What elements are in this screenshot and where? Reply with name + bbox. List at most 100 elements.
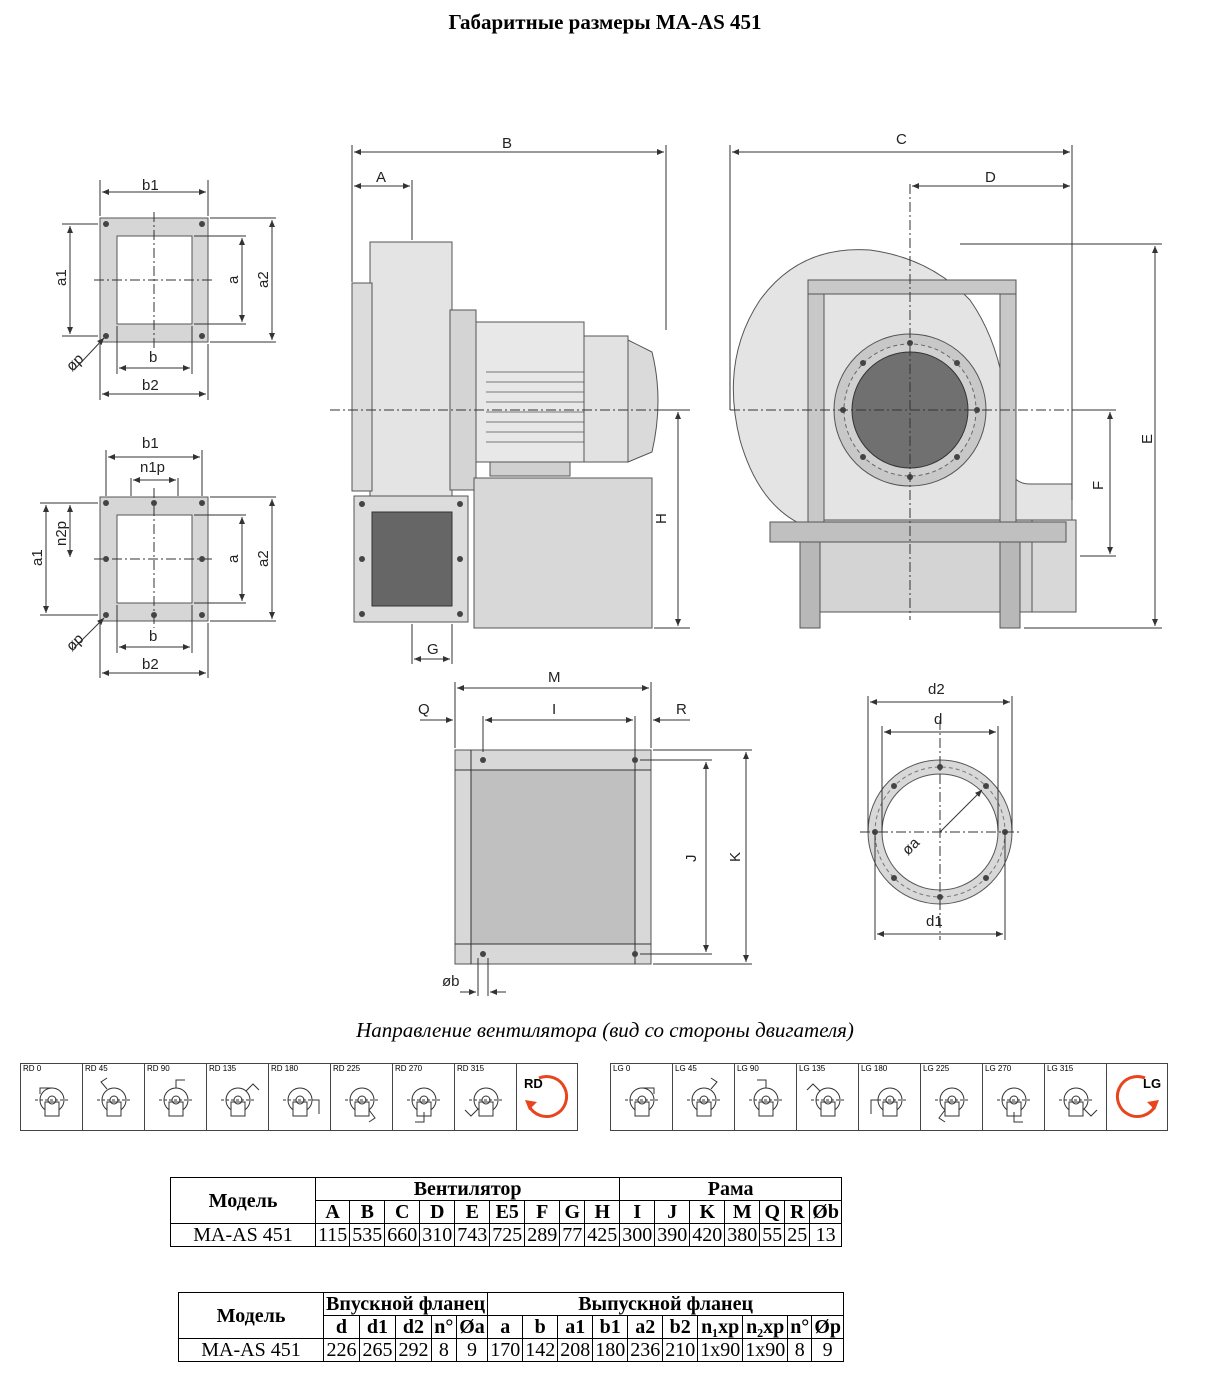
dim-a2-label: a2 bbox=[255, 271, 272, 288]
fan-icon bbox=[870, 1087, 907, 1117]
rd-symbol-label: RD bbox=[524, 1076, 543, 1091]
dim-op-label-2: øp bbox=[63, 630, 87, 654]
frame-view bbox=[420, 682, 752, 996]
clockwise-arrow-icon: RD bbox=[524, 1075, 569, 1118]
column-header: d bbox=[323, 1315, 360, 1339]
front-view bbox=[729, 145, 1162, 629]
fan-icon bbox=[625, 1087, 659, 1117]
orientation-label: RD 90 bbox=[147, 1064, 170, 1073]
column-header: b1 bbox=[592, 1315, 629, 1339]
fan-icon bbox=[159, 1079, 193, 1117]
dim-a-label: a bbox=[225, 275, 242, 284]
column-header: I bbox=[619, 1200, 656, 1224]
dimensions-table-fan-frame: Модель Вентилятор Рама A B C D E E5 F G … bbox=[170, 1177, 842, 1247]
table-row: MA-AS 451 226 265 292 8 9 170 142 208 18… bbox=[178, 1338, 844, 1362]
fan-group-header: Вентилятор bbox=[314, 1177, 621, 1201]
column-header: a1 bbox=[557, 1315, 594, 1339]
value-cell: 265 bbox=[358, 1338, 396, 1362]
dim-A-label: A bbox=[376, 169, 386, 186]
fan-icon bbox=[97, 1077, 131, 1117]
column-header: F bbox=[524, 1200, 561, 1224]
table-row: MA-AS 451 115 535 660 310 743 725 289 77… bbox=[170, 1223, 842, 1247]
column-header: b2 bbox=[662, 1315, 699, 1339]
column-header: n₂xp bbox=[742, 1315, 789, 1339]
orientation-rd-45: RD 45 bbox=[83, 1064, 145, 1130]
dim-D-label: D bbox=[985, 169, 996, 186]
frame-group-header: Рама bbox=[619, 1177, 842, 1201]
orientation-lg-270: LG 270 bbox=[983, 1064, 1045, 1130]
counterclockwise-arrow-icon: LG bbox=[1115, 1075, 1161, 1118]
fan-icon bbox=[407, 1087, 441, 1123]
value-cell: 170 bbox=[487, 1338, 524, 1362]
orientation-rd-180: RD 180 bbox=[269, 1064, 331, 1130]
fan-icon bbox=[749, 1079, 783, 1117]
value-cell: 420 bbox=[689, 1223, 726, 1247]
column-header: n° bbox=[787, 1315, 813, 1339]
dim-I-label: I bbox=[552, 701, 556, 718]
page-title: Габаритные размеры MA-AS 451 bbox=[448, 10, 762, 34]
column-header: D bbox=[419, 1200, 456, 1224]
rotation-caption: Направление вентилятора (вид со стороны … bbox=[356, 1018, 854, 1042]
dim-M-label: M bbox=[548, 669, 561, 686]
column-header: R bbox=[784, 1200, 811, 1224]
value-cell: 180 bbox=[592, 1338, 629, 1362]
dim-d1-label: d1 bbox=[926, 913, 943, 930]
fan-icon bbox=[464, 1087, 503, 1117]
dim-a1-label-2: a1 bbox=[29, 549, 46, 566]
orientation-rd-315: RD 315 bbox=[455, 1064, 517, 1130]
value-cell: 55 bbox=[759, 1223, 786, 1247]
orientation-lg-180: LG 180 bbox=[859, 1064, 921, 1130]
inlet-flange-group-header: Впускной фланец bbox=[322, 1292, 489, 1316]
fan-icon bbox=[221, 1083, 260, 1117]
fan-icon bbox=[997, 1087, 1031, 1123]
fan-icon bbox=[806, 1083, 845, 1117]
fan-icon bbox=[35, 1087, 69, 1117]
orientation-label: LG 135 bbox=[799, 1064, 826, 1073]
value-cell: 535 bbox=[349, 1223, 386, 1247]
column-header: M bbox=[724, 1200, 761, 1224]
value-cell: 292 bbox=[394, 1338, 432, 1362]
dim-a1-label: a1 bbox=[53, 269, 70, 286]
dim-ob-label: øb bbox=[442, 973, 460, 990]
outlet-flange-view-1 bbox=[62, 180, 276, 400]
dim-n2p-label: n2p bbox=[53, 521, 70, 546]
orientation-label: LG 0 bbox=[613, 1064, 631, 1073]
column-header: Q bbox=[759, 1200, 786, 1224]
value-cell: 25 bbox=[784, 1223, 811, 1247]
model-header: Модель bbox=[170, 1177, 316, 1224]
orientation-label: LG 180 bbox=[861, 1064, 888, 1073]
value-cell: 9 bbox=[455, 1338, 489, 1362]
dim-R-label: R bbox=[676, 701, 687, 718]
value-cell: 743 bbox=[454, 1223, 491, 1247]
value-cell: 236 bbox=[627, 1338, 664, 1362]
orientation-label: RD 0 bbox=[23, 1064, 42, 1073]
column-header: Øb bbox=[809, 1200, 842, 1224]
dim-b-label-2: b bbox=[149, 628, 157, 645]
dim-Q-label: Q bbox=[418, 701, 430, 718]
model-cell: MA-AS 451 bbox=[170, 1223, 316, 1247]
lg-orientation-strip: LG 0 LG 45 LG 90 LG 135 LG 180 LG 225 LG… bbox=[610, 1063, 1168, 1131]
dim-b1-label: b1 bbox=[142, 177, 159, 194]
column-header: d2 bbox=[394, 1315, 432, 1339]
orientation-lg-90: LG 90 bbox=[735, 1064, 797, 1130]
value-cell: 8 bbox=[787, 1338, 813, 1362]
column-header: C bbox=[384, 1200, 421, 1224]
dim-b2-label-2: b2 bbox=[142, 656, 159, 673]
value-cell: 1x90 bbox=[697, 1338, 744, 1362]
value-cell: 142 bbox=[522, 1338, 559, 1362]
value-cell: 725 bbox=[489, 1223, 526, 1247]
dim-H-label: H bbox=[653, 513, 670, 524]
orientation-label: RD 225 bbox=[333, 1064, 361, 1073]
orientation-lg-135: LG 135 bbox=[797, 1064, 859, 1130]
dim-op-label: øp bbox=[63, 350, 87, 374]
column-header: a bbox=[487, 1315, 524, 1339]
dim-K-label: K bbox=[727, 852, 744, 862]
dim-n1p-label: n1p bbox=[140, 459, 165, 476]
value-cell: 115 bbox=[314, 1223, 351, 1247]
column-header: b bbox=[522, 1315, 559, 1339]
technical-drawing: b1 a1 a a2 b b2 øp b1 n1p a1 n2p a a2 b … bbox=[29, 131, 1162, 996]
orientation-label: RD 270 bbox=[395, 1064, 423, 1073]
orientation-label: LG 315 bbox=[1047, 1064, 1074, 1073]
column-header: n° bbox=[430, 1315, 457, 1339]
column-header: E5 bbox=[489, 1200, 526, 1224]
